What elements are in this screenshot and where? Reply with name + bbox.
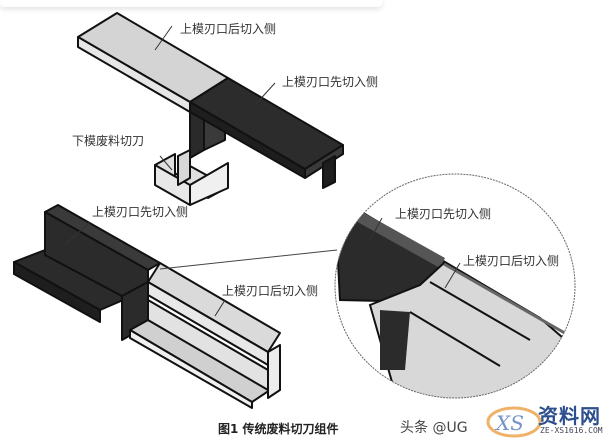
figure-caption: 图1 传统废料切刀组件: [218, 422, 339, 436]
source-attribution: 头条 @UG: [400, 420, 468, 436]
label-detail-rear-edge: 上模刃口后切入侧: [463, 254, 559, 268]
label-bottom-front-edge: 上模刃口先切入侧: [92, 205, 188, 219]
watermark-logo: XS 资料网 ZE-XS1616.COM: [482, 400, 612, 442]
svg-text:XS: XS: [494, 411, 524, 435]
label-top-front-edge: 上模刃口先切入侧: [282, 75, 378, 89]
watermark-text: 资料网: [538, 404, 601, 428]
top-assembly: [77, 12, 344, 206]
top-card-edge: [0, 0, 382, 7]
detail-connector-line: [159, 249, 338, 270]
leader-lines: [64, 25, 461, 317]
label-detail-front-edge: 上模刃口先切入侧: [395, 207, 491, 221]
label-top-rear-edge: 上模刃口后切入侧: [180, 22, 276, 36]
label-bottom-rear-edge: 上模刃口后切入侧: [222, 284, 318, 298]
watermark-swoosh-icon: XS: [486, 406, 542, 438]
label-lower-scrap-cutter: 下模废料切刀: [72, 133, 144, 148]
watermark-url: ZE-XS1616.COM: [540, 426, 603, 435]
bottom-assembly: [13, 204, 281, 409]
